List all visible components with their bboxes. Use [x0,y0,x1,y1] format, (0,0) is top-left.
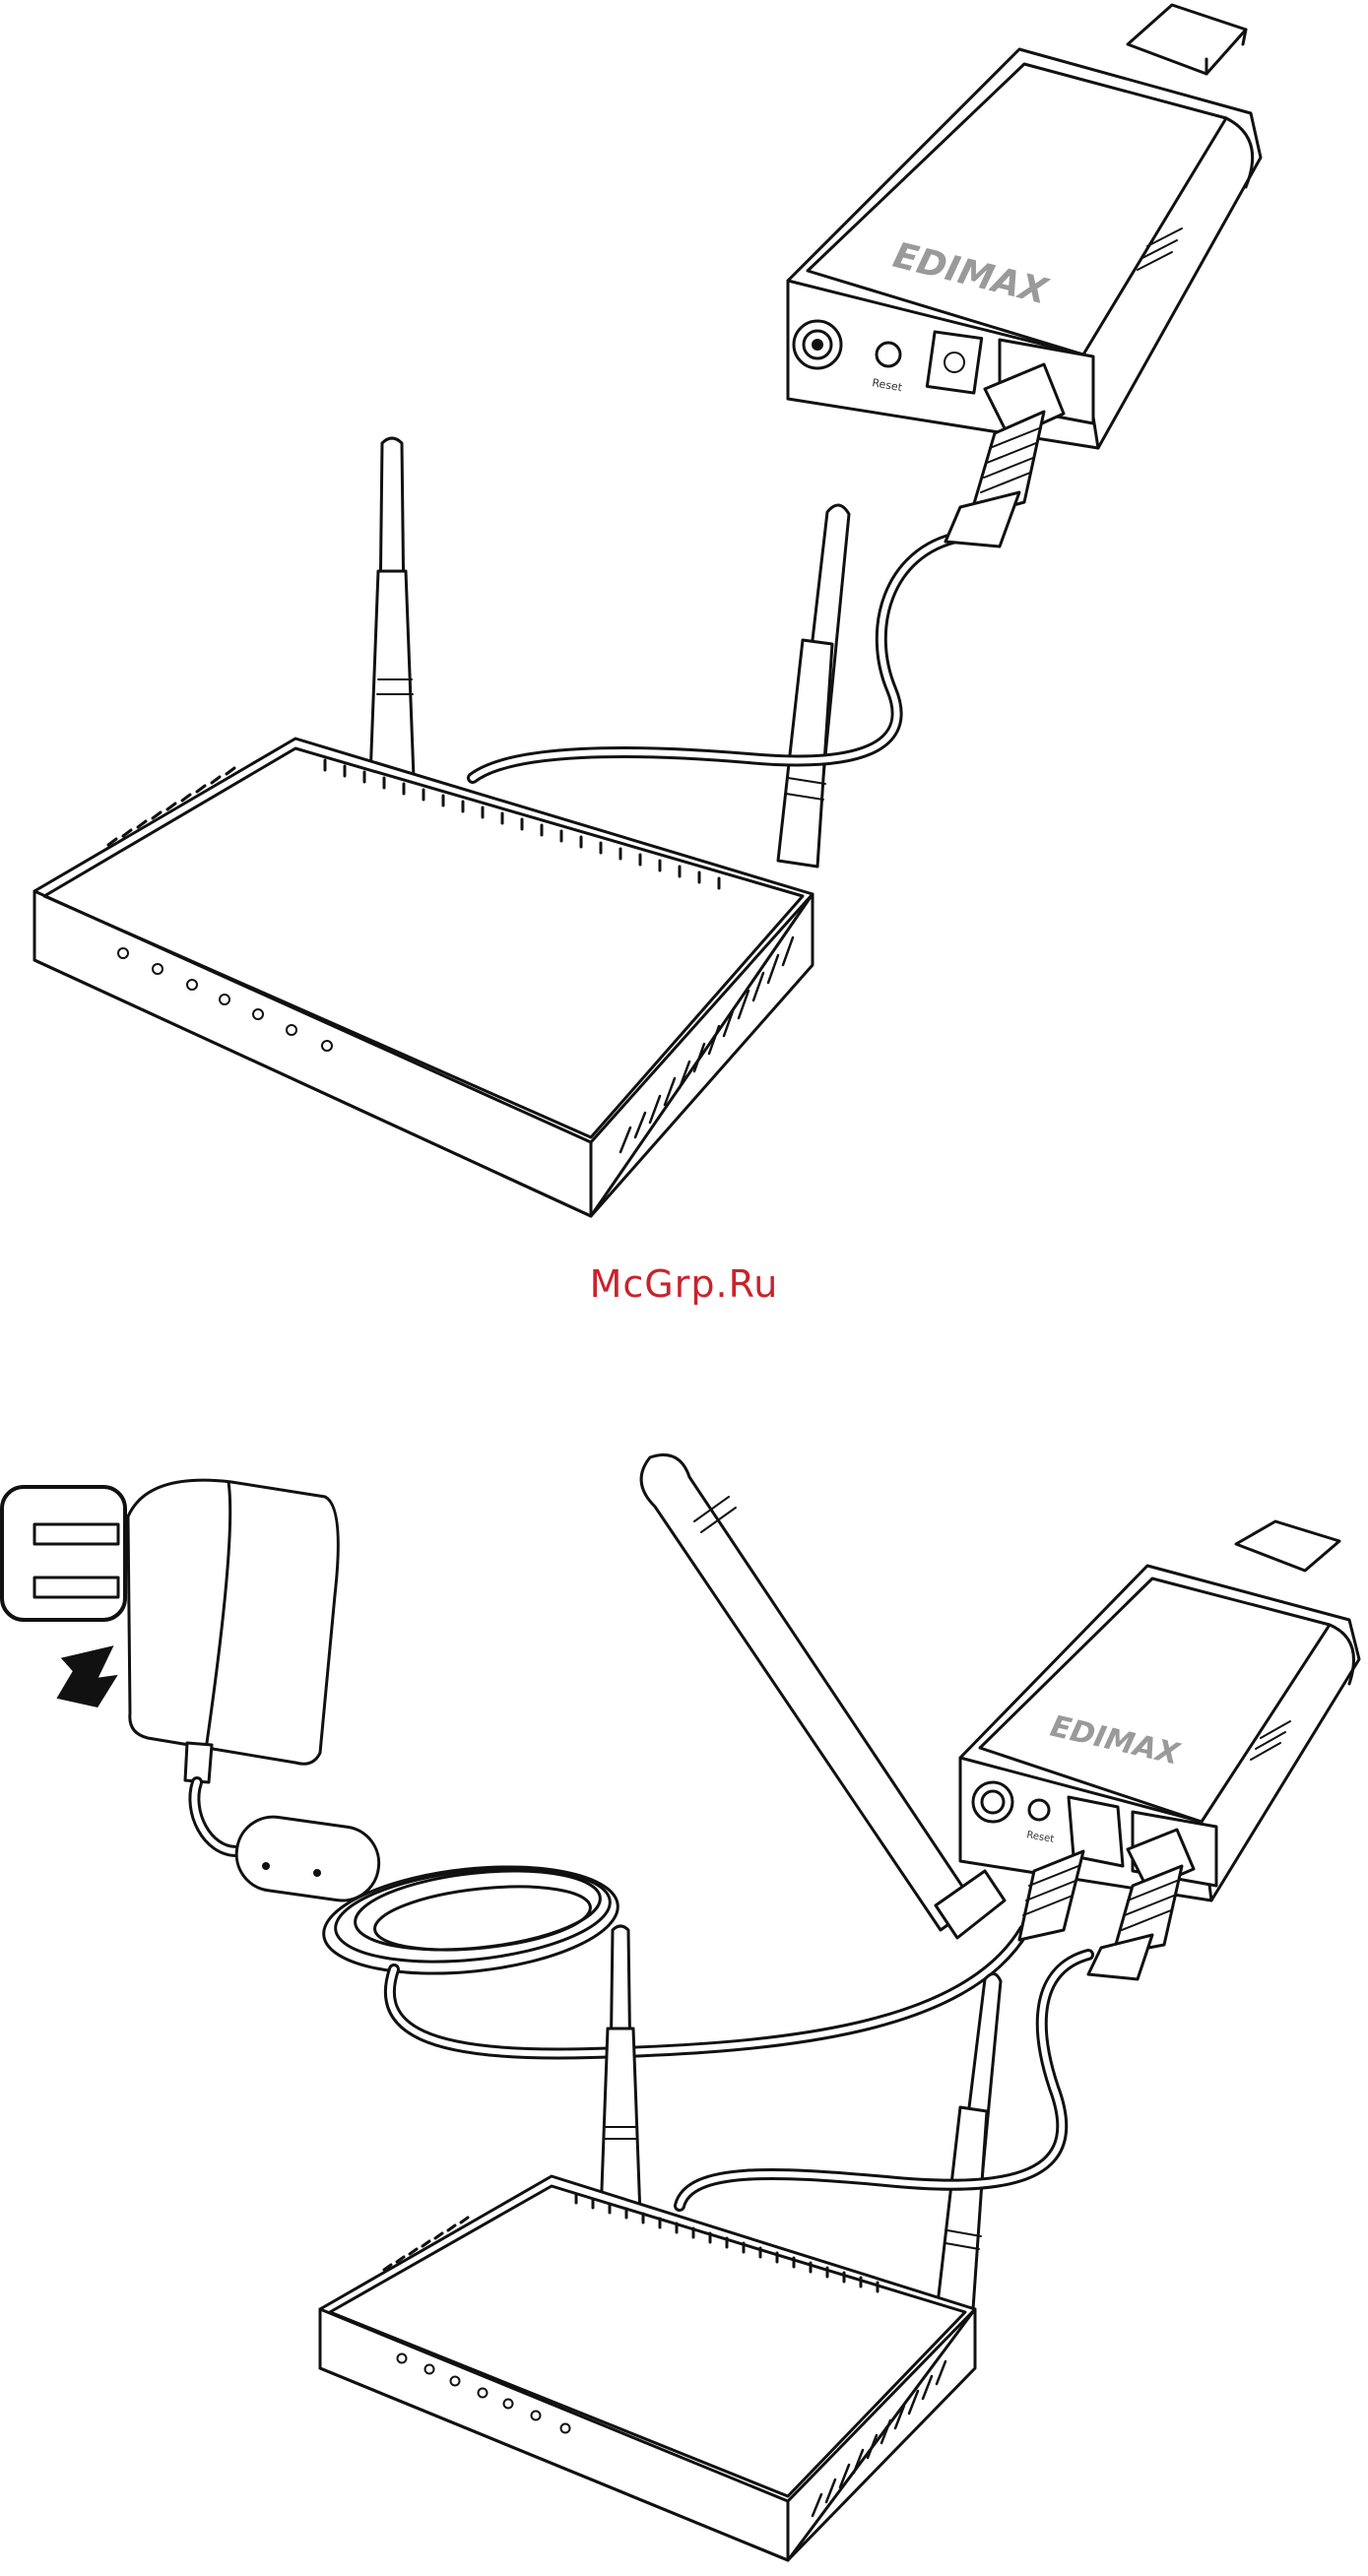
device-antenna [641,1455,1005,1939]
ferrite-bead [231,1812,383,1904]
antenna-connector-2-icon [973,1782,1012,1822]
router-2 [320,2176,975,2560]
reset-button-2 [1029,1800,1049,1820]
router-1 [34,739,813,1216]
power-jack [927,332,981,393]
edimax-device-1: EDIMAX Reset [788,5,1261,547]
antenna-connector-icon [794,321,841,368]
insert-arrow-icon [50,1645,122,1712]
power-adapter [128,1480,338,1782]
router-antenna-left [370,438,414,778]
router-antenna-right [778,505,849,867]
reset-button [877,343,900,366]
power-plug-icon [2,1487,125,1620]
ethernet-cable-2 [680,1955,1088,2206]
edimax-device-2: EDIMAX Reset [960,1521,1359,1979]
diagram-1: EDIMAX Reset [34,5,1261,1216]
diagram-2: EDIMAX Reset [2,1455,1359,2561]
